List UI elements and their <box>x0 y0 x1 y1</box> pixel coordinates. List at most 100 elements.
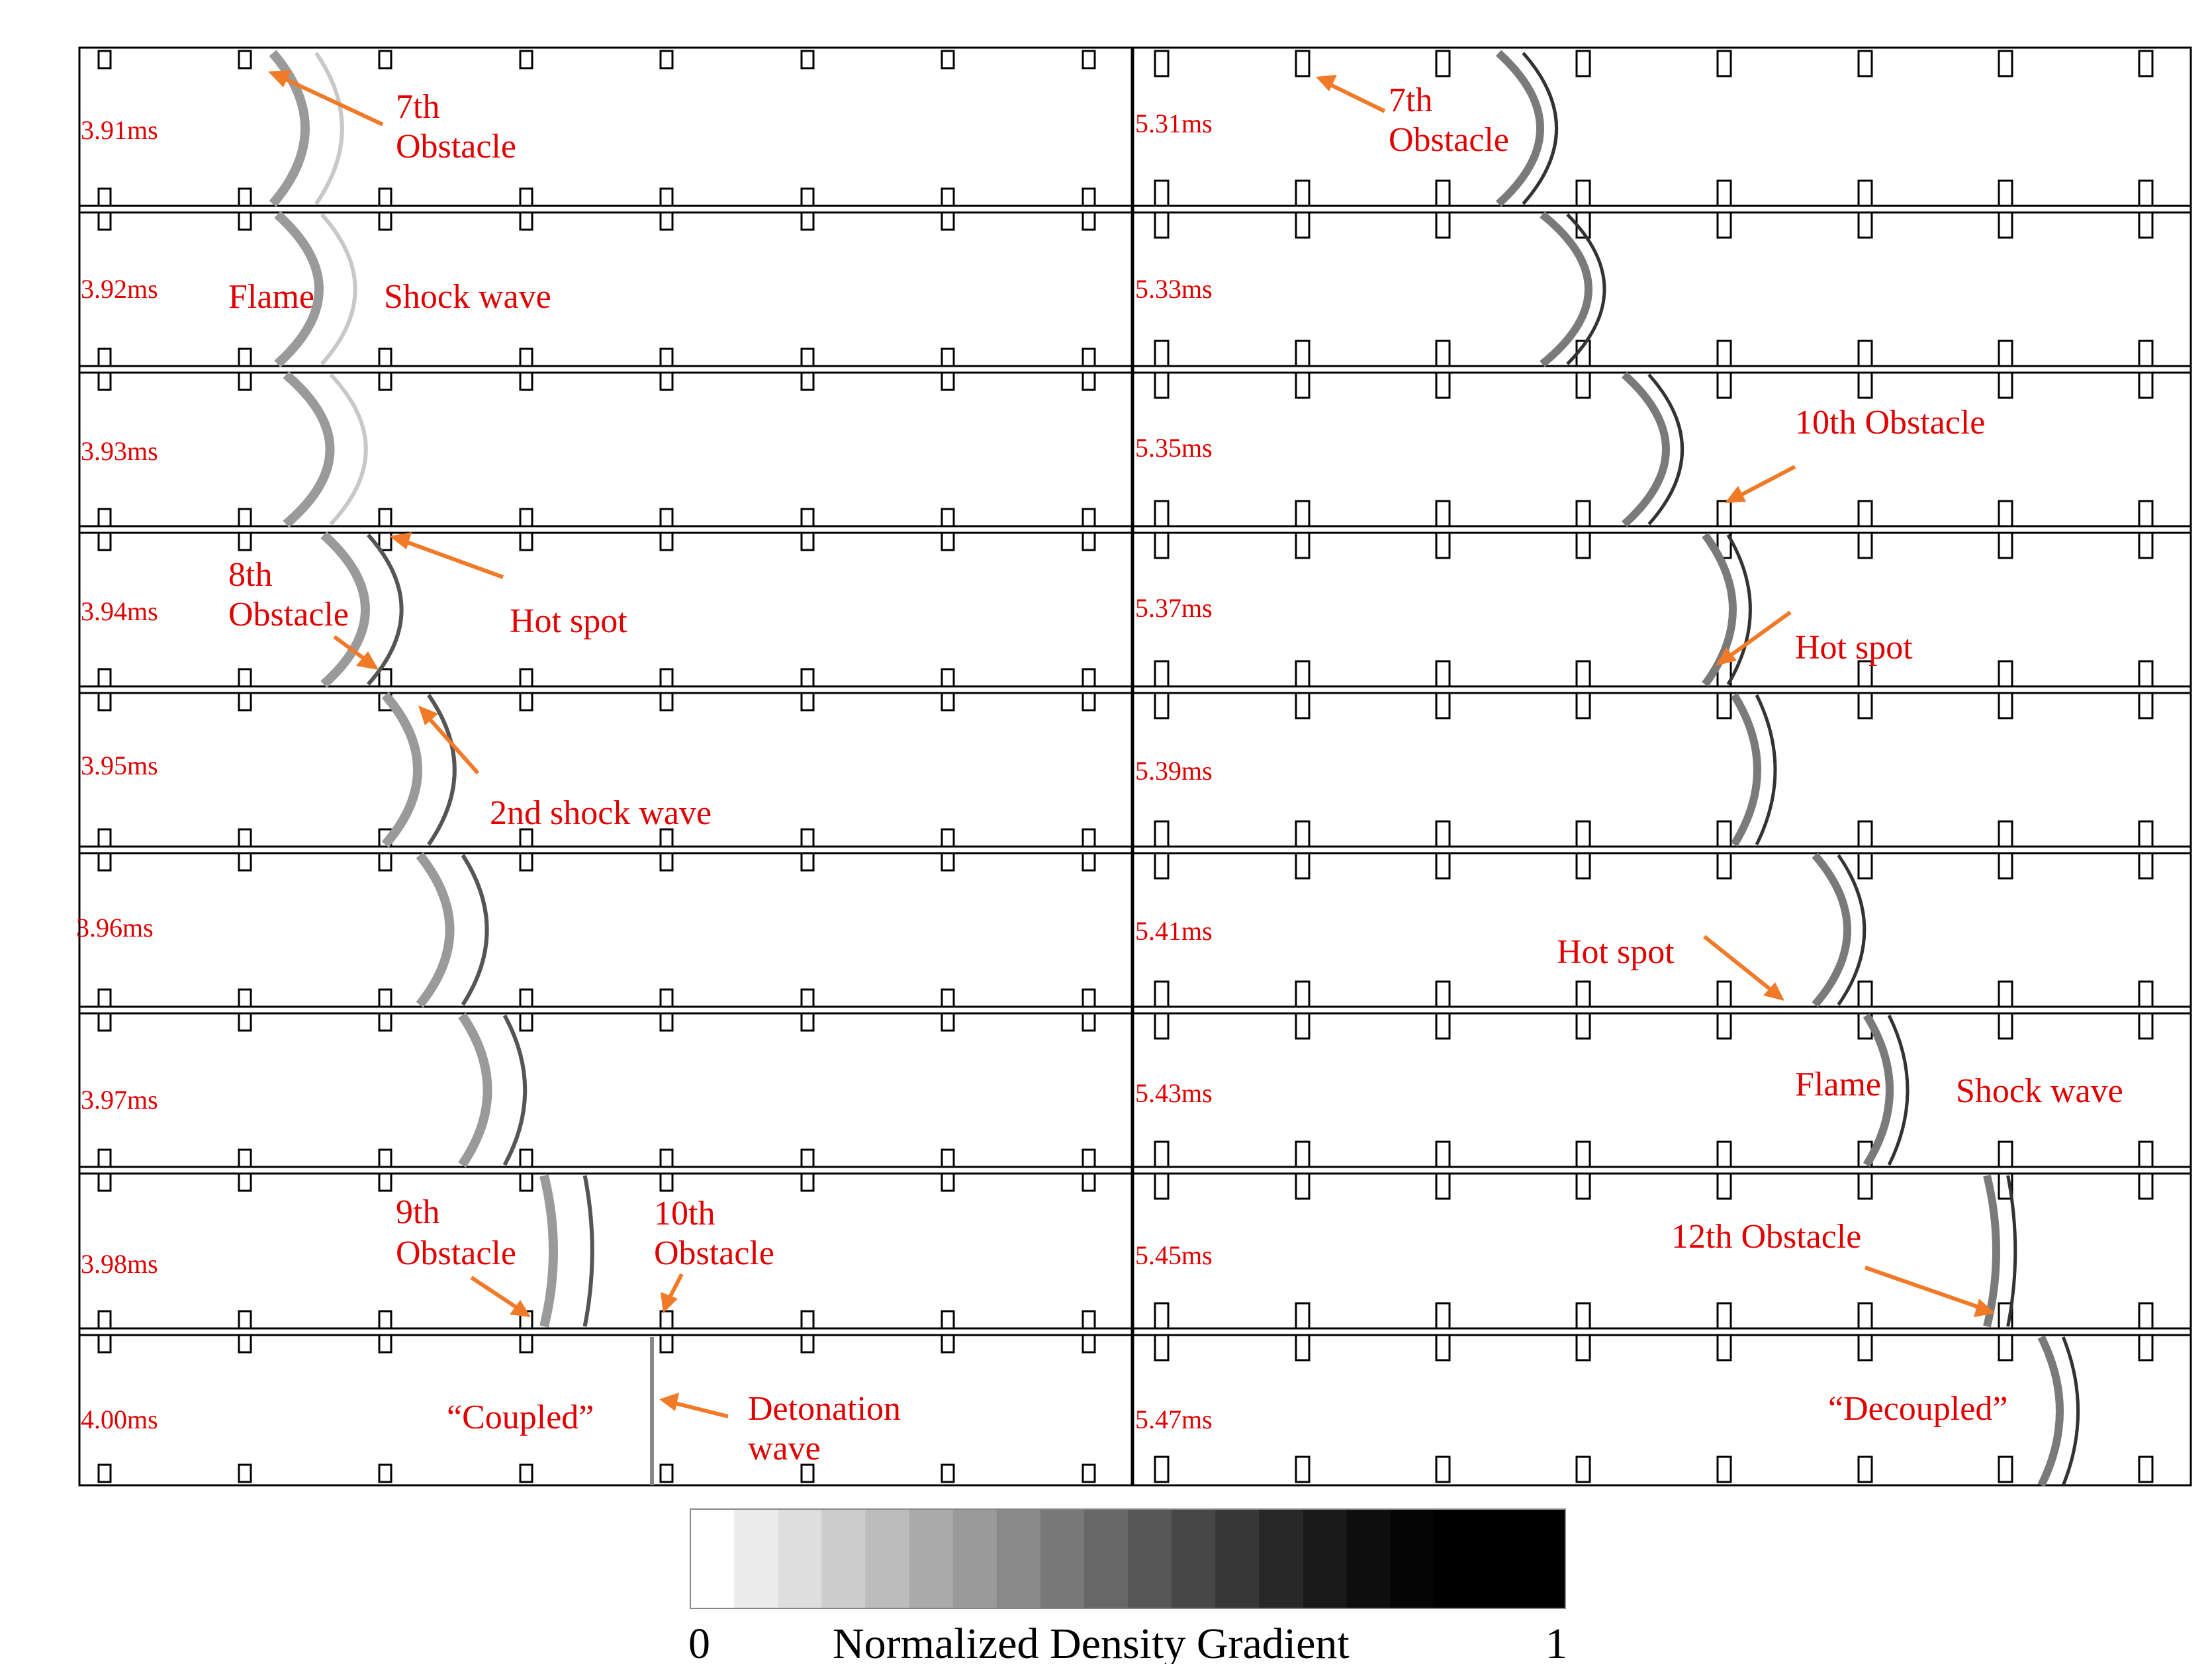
annotation-9th-obstacle-l1: 9th <box>396 1193 439 1231</box>
obstacle <box>97 1310 112 1330</box>
obstacle <box>1082 371 1096 391</box>
obstacle <box>659 532 674 551</box>
annotation-7th-obstacle-l1: 7th <box>396 88 439 126</box>
colorbar-cell <box>865 1509 909 1608</box>
obstacle <box>800 1310 815 1330</box>
obstacle <box>941 211 955 231</box>
obstacle <box>519 828 533 848</box>
obstacle <box>1082 508 1096 528</box>
obstacle <box>1082 988 1096 1008</box>
arrow <box>282 76 384 126</box>
obstacle <box>97 187 112 207</box>
obstacle <box>238 50 252 69</box>
obstacle <box>238 347 252 367</box>
time-label: 5.35ms <box>1135 433 1213 463</box>
obstacle <box>1082 692 1096 712</box>
obstacle <box>1857 980 1873 1008</box>
shock-front <box>329 373 368 526</box>
time-label: 3.98ms <box>81 1249 158 1279</box>
obstacle <box>1295 179 1311 207</box>
obstacle <box>2138 980 2154 1008</box>
obstacle <box>238 988 252 1008</box>
arrowhead <box>661 1292 678 1313</box>
arrow <box>404 539 504 579</box>
obstacle <box>1716 340 1732 367</box>
left-annotations: 7th Obstacle Flame Shock wave 8th Obstac… <box>228 88 901 1467</box>
obstacle <box>659 1310 674 1330</box>
colorbar-max-label: 1 <box>1545 1620 1567 1664</box>
obstacle <box>1716 1140 1732 1168</box>
obstacle <box>1154 50 1170 77</box>
obstacle <box>1857 179 1873 207</box>
obstacle <box>1575 1140 1591 1168</box>
left-panel-frame <box>78 46 1134 1487</box>
flame-front <box>1730 692 1761 847</box>
obstacle <box>1154 1334 1170 1362</box>
left-time-labels: 3.91ms 3.92ms 3.93ms 3.94ms 3.95ms 3.96m… <box>76 115 158 1434</box>
annotation-arrows <box>268 70 1995 1418</box>
flame-front <box>1983 1174 2000 1328</box>
obstacle <box>238 371 252 391</box>
arrow <box>427 717 480 774</box>
obstacle <box>1716 1456 1732 1483</box>
obstacle <box>1575 980 1591 1008</box>
obstacle <box>1575 532 1591 559</box>
obstacle <box>238 508 252 528</box>
flame-front <box>274 210 324 368</box>
obstacle <box>1857 1334 1873 1362</box>
obstacle <box>1998 340 2013 367</box>
obstacle <box>1575 820 1591 848</box>
arrow <box>470 1275 518 1309</box>
obstacle <box>1998 211 2013 239</box>
obstacle <box>800 668 815 688</box>
obstacle <box>1716 852 1732 880</box>
obstacle <box>238 1148 252 1168</box>
obstacle <box>800 371 815 391</box>
colorbar-cell <box>734 1509 778 1608</box>
time-label: 5.31ms <box>1135 109 1213 138</box>
obstacle <box>238 187 252 207</box>
obstacle <box>1295 1012 1311 1040</box>
obstacle <box>2138 1140 2154 1168</box>
obstacle <box>1154 1140 1170 1168</box>
obstacle <box>1082 852 1096 872</box>
obstacle <box>659 371 674 391</box>
obstacle <box>97 1148 112 1168</box>
obstacle <box>238 1334 252 1354</box>
colorbar-cell <box>952 1509 997 1608</box>
annotation-detonation-l2: wave <box>748 1430 821 1467</box>
obstacle <box>238 1172 252 1192</box>
time-label: 5.41ms <box>1135 916 1213 946</box>
obstacle <box>238 1012 252 1032</box>
arrowhead <box>1725 486 1746 503</box>
obstacle <box>378 187 392 207</box>
arrow <box>674 1401 729 1418</box>
obstacle <box>1435 660 1451 688</box>
obstacle <box>1857 1172 1873 1200</box>
annotation-detonation-l1: Detonation <box>748 1390 901 1428</box>
obstacle <box>1998 179 2013 207</box>
obstacle <box>2138 1456 2154 1483</box>
colorbar-cell <box>1172 1509 1216 1608</box>
right-time-labels: 5.31ms 5.33ms 5.35ms 5.37ms 5.39ms 5.41m… <box>1135 109 1213 1434</box>
obstacle <box>378 668 392 688</box>
obstacle <box>519 1334 533 1354</box>
annotation-10th-obstacle-l2: Obstacle <box>654 1234 774 1272</box>
obstacle <box>1435 1302 1451 1330</box>
shock-front <box>366 533 404 686</box>
arrowhead <box>1716 647 1737 666</box>
obstacle <box>941 852 955 872</box>
obstacle <box>1435 1334 1451 1362</box>
time-label: 3.91ms <box>81 115 158 145</box>
obstacle <box>97 1012 112 1032</box>
obstacle <box>97 508 112 528</box>
obstacle <box>97 1334 112 1354</box>
obstacle <box>1082 668 1096 688</box>
obstacle <box>1082 50 1096 69</box>
obstacle <box>1435 371 1451 399</box>
obstacle <box>2138 820 2154 848</box>
flame-front <box>1812 853 1851 1007</box>
obstacle <box>2138 211 2154 239</box>
obstacle <box>800 532 815 551</box>
